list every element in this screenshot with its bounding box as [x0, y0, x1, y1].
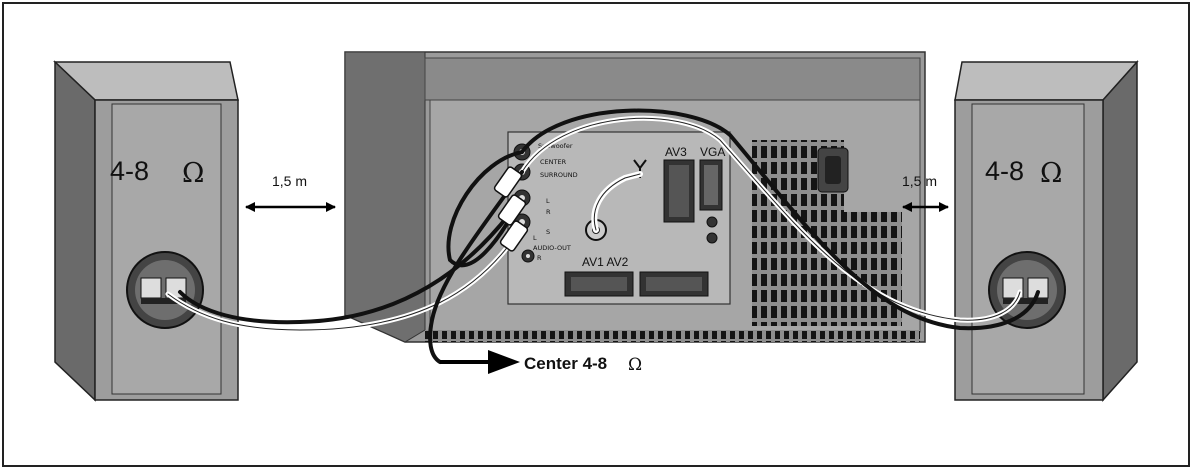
- label-audio-out-r: R: [537, 254, 542, 262]
- label-r: R: [546, 208, 551, 216]
- tv-bottom-vents: [425, 330, 920, 342]
- label-audio-out-l: L: [533, 234, 537, 242]
- center-arrow-head: [488, 350, 520, 374]
- label-audio-out: AUDIO-OUT: [533, 244, 571, 252]
- left-distance-label: 1,5 m: [272, 173, 307, 189]
- left-speaker-ohm-symbol: Ω: [182, 158, 204, 189]
- right-distance-label: 1,5 m: [902, 173, 937, 189]
- label-center: CENTER: [540, 158, 567, 166]
- cable-left-black: [178, 198, 522, 325]
- speaker-cables: [165, 108, 1040, 364]
- label-surround: SURROUND: [540, 171, 578, 179]
- label-l: L: [546, 197, 550, 205]
- right-speaker: [954, 60, 1139, 402]
- cable-right-black: [520, 108, 1040, 331]
- right-speaker-ohm-symbol: Ω: [1040, 158, 1062, 189]
- label-av1-av2: AV1 AV2: [582, 255, 629, 269]
- center-output-ohm-symbol: Ω: [628, 355, 642, 375]
- label-av3: AV3: [665, 145, 687, 159]
- center-output-label: Center 4-8: [524, 354, 607, 373]
- right-speaker-impedance: 4-8: [985, 156, 1024, 186]
- left-speaker-impedance: 4-8: [110, 156, 149, 186]
- label-subwoofer: Subwoofer: [538, 142, 573, 150]
- left-speaker: [53, 60, 239, 402]
- label-vga: VGA: [700, 145, 725, 159]
- tv-vent-grille-right: [844, 212, 902, 326]
- label-s: S: [546, 228, 550, 236]
- left-speaker-terminal-black: [140, 277, 162, 299]
- tv-back: Subwoofer CENTER SURROUND L R S L AUDIO-…: [344, 51, 926, 343]
- cable-center: [428, 170, 524, 364]
